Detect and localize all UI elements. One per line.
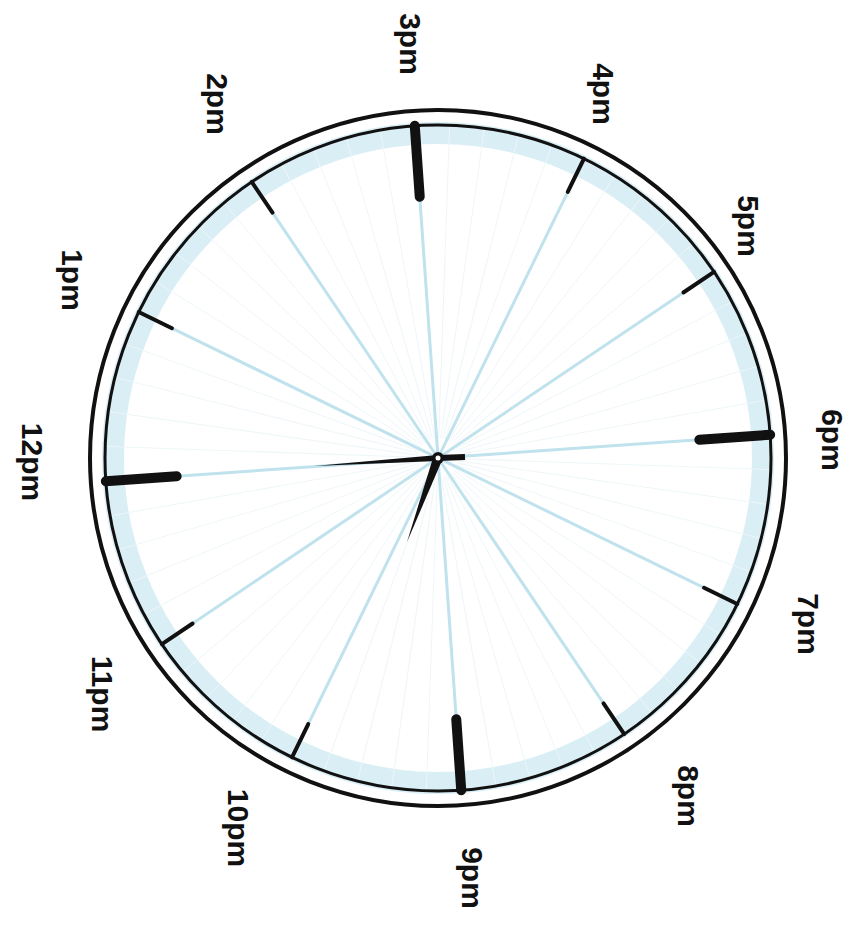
inner-rim: [105, 125, 771, 791]
hour-hand: [407, 458, 443, 542]
hour-tick: [456, 719, 461, 790]
rim-wash: [113, 133, 763, 783]
hour-label: 12pm: [17, 423, 47, 501]
minute-line: [456, 302, 732, 449]
hour-label: 2pm: [202, 73, 232, 135]
minute-hand: [314, 455, 438, 466]
minute-line: [313, 149, 430, 439]
minute-line: [458, 459, 771, 470]
hour-tick: [604, 703, 625, 734]
minute-line: [115, 377, 419, 453]
center-pin-dot: [436, 456, 441, 461]
hour-tick: [415, 126, 420, 197]
hour-tick: [683, 272, 714, 293]
hour-spoke: [443, 273, 712, 455]
hour-tick: [292, 724, 308, 757]
hour-tick: [162, 624, 193, 645]
minute-line: [447, 476, 594, 752]
minute-line: [224, 203, 425, 443]
hour-label: 4pm: [588, 63, 618, 125]
hour-tick: [699, 435, 770, 440]
minute-line: [183, 471, 423, 672]
hour-label: 10pm: [223, 789, 253, 867]
center-pin: [432, 452, 444, 464]
minute-line: [105, 446, 418, 457]
minute-line: [452, 472, 677, 689]
hour-label: 3pm: [395, 13, 425, 75]
hour-tick: [106, 476, 177, 481]
minute-line: [455, 469, 720, 635]
outer-rim: [90, 110, 786, 806]
minute-line: [156, 282, 421, 448]
minute-line: [439, 125, 450, 438]
minute-line: [282, 164, 429, 440]
minute-line: [357, 477, 433, 781]
minute-line: [449, 176, 615, 441]
hour-tick: [568, 159, 584, 192]
clock-rims: [90, 110, 786, 806]
hour-label: 11pm: [87, 656, 117, 733]
hour-spoke: [441, 463, 623, 732]
hour-label: 5pm: [733, 195, 763, 257]
minute-line: [443, 135, 519, 439]
minute-line: [451, 473, 652, 713]
minute-line: [129, 465, 419, 582]
hour-ticks: [106, 126, 770, 790]
rim-wash-band: [113, 133, 763, 783]
minute-line: [452, 218, 669, 443]
hour-label: 6pm: [817, 409, 847, 471]
minute-line: [426, 478, 437, 791]
hour-label: 7pm: [793, 593, 823, 655]
minute-line: [457, 463, 761, 539]
minute-line: [207, 472, 424, 697]
hour-tick: [139, 312, 172, 328]
hour-spoke: [164, 461, 433, 643]
hour-tick: [252, 182, 273, 213]
hour-spoke: [253, 184, 435, 453]
hour-label: 1pm: [57, 249, 87, 311]
hour-label: 9pm: [457, 847, 487, 909]
minute-line: [144, 467, 420, 614]
minute-line: [262, 475, 428, 740]
hour-tick: [704, 588, 737, 604]
minute-line: [198, 227, 423, 444]
hour-label: 8pm: [673, 765, 703, 827]
minute-line: [453, 244, 693, 445]
minute-line: [457, 333, 747, 450]
clock-hands: [314, 452, 465, 542]
minute-line: [445, 477, 562, 767]
hour-spokes: [108, 128, 768, 788]
fine-lines: [105, 125, 771, 791]
